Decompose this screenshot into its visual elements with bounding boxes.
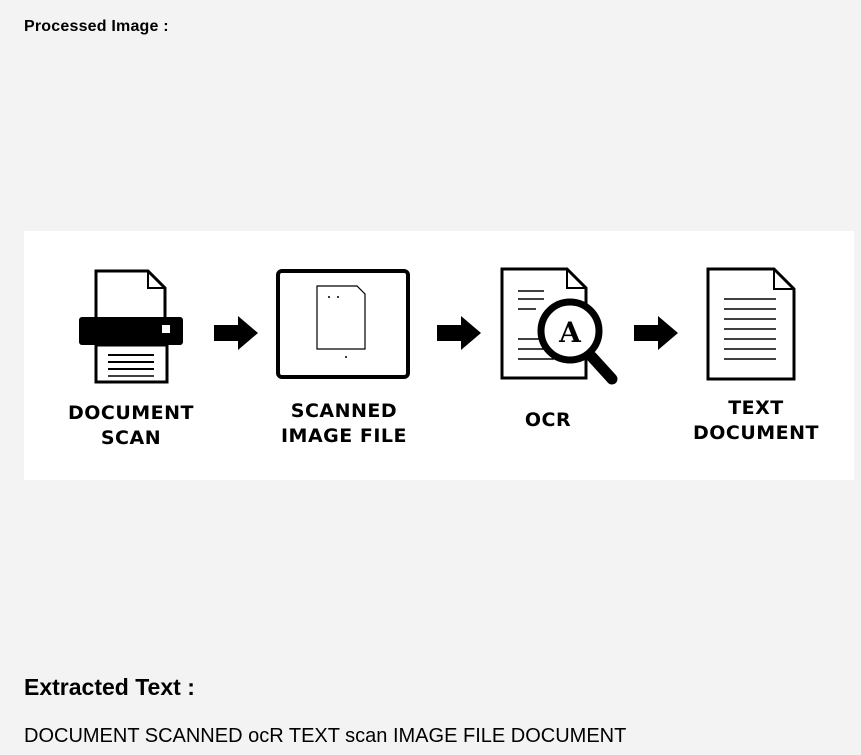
step-caption-line: SCANNED xyxy=(290,400,398,422)
printer-scanner-icon xyxy=(79,269,183,384)
step-caption-line: OCR xyxy=(524,409,572,431)
step-caption-ocr: OCR xyxy=(504,408,592,433)
step-caption-document-scan: DOCUMENT SCAN xyxy=(66,401,196,451)
processed-image: A DOCUMENT SCAN SCANNED IMAGE xyxy=(24,231,854,480)
step-caption-line: DOCUMENT xyxy=(692,422,820,444)
arrow-right-icon xyxy=(634,316,678,350)
image-file-icon xyxy=(276,269,410,379)
step-caption-line: SCAN xyxy=(100,427,162,449)
step-caption-line: TEXT xyxy=(728,397,784,419)
extracted-text-heading: Extracted Text : xyxy=(24,674,195,700)
step-caption-scanned-image-file: SCANNED IMAGE FILE xyxy=(274,399,414,449)
extracted-text-content: DOCUMENT SCANNED ocR TEXT scan IMAGE FIL… xyxy=(24,725,627,747)
processed-image-label: Processed Image : xyxy=(24,18,169,35)
step-caption-line: IMAGE FILE xyxy=(280,425,407,447)
step-caption-line: DOCUMENT xyxy=(67,402,195,424)
text-document-icon xyxy=(706,267,796,381)
arrow-right-icon xyxy=(437,316,481,350)
magnifier-document-icon: A xyxy=(500,267,618,385)
step-caption-text-document: TEXT DOCUMENT xyxy=(686,396,826,446)
arrow-right-icon xyxy=(214,316,258,350)
svg-text:A: A xyxy=(558,316,582,349)
